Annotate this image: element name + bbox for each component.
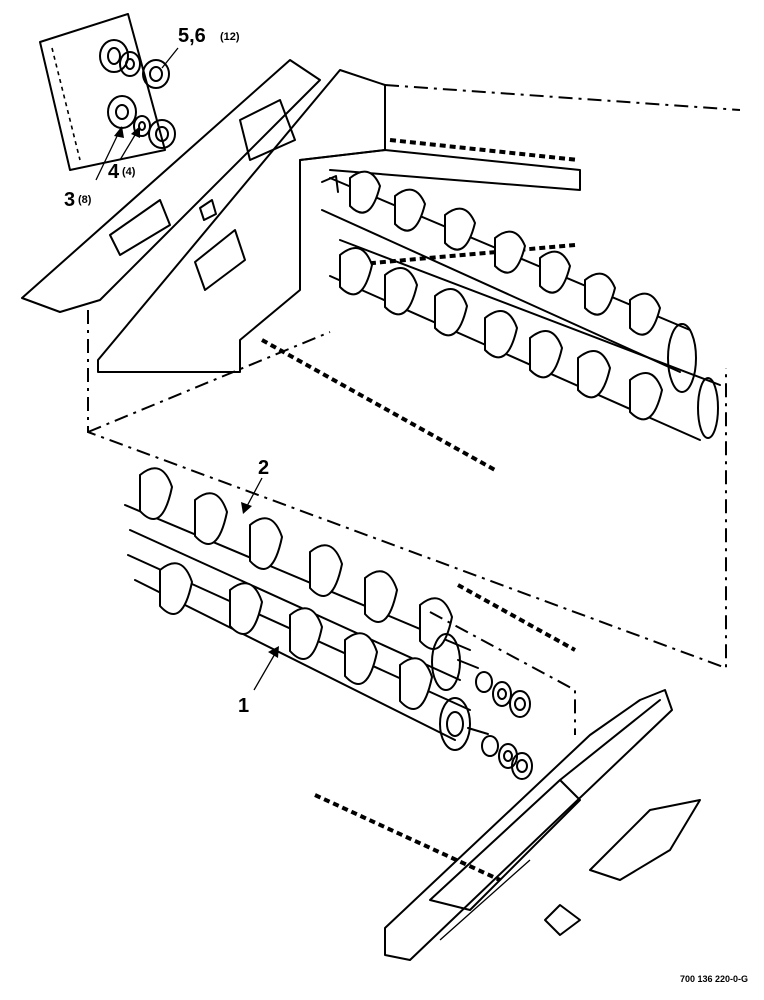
leader-lines xyxy=(95,47,279,691)
figure-code: 700 136 220-0-G xyxy=(680,974,748,984)
callout-2: 2 xyxy=(258,457,269,479)
callout-quantity: (8) xyxy=(78,194,92,206)
callout-1: 1 xyxy=(238,695,249,717)
auger-1 xyxy=(127,554,489,751)
callout-number: 1 xyxy=(238,695,249,717)
callout-quantity: (4) xyxy=(122,166,136,178)
callout-5-6: 5,6 (12) xyxy=(178,25,240,47)
lower-frame xyxy=(314,583,701,961)
callout-quantity: (12) xyxy=(220,31,240,43)
bearing-set-upper xyxy=(99,39,176,149)
callout-number: 4 xyxy=(108,161,120,183)
callout-4: 4 (4) xyxy=(108,161,136,183)
installed-augers xyxy=(321,170,721,441)
upper-housing-frame xyxy=(21,13,741,670)
callout-number: 5,6 xyxy=(178,25,206,47)
callout-number: 2 xyxy=(258,457,269,479)
auger-2 xyxy=(124,467,479,691)
bearing-set-lower xyxy=(475,671,533,780)
callout-3: 3 (8) xyxy=(64,189,92,211)
callout-number: 3 xyxy=(64,189,75,211)
